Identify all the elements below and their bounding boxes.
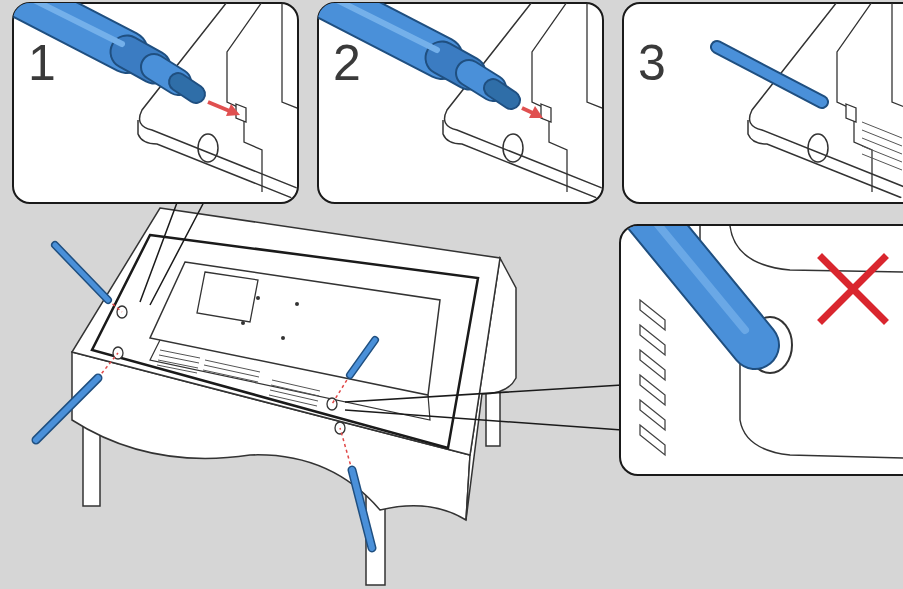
- step-number: 3: [638, 38, 666, 88]
- step-panel: 1: [12, 2, 299, 204]
- step-panel: 3: [622, 2, 903, 204]
- step-panel: 2: [317, 2, 604, 204]
- step-number: 2: [333, 38, 361, 88]
- step-number: 1: [28, 38, 56, 88]
